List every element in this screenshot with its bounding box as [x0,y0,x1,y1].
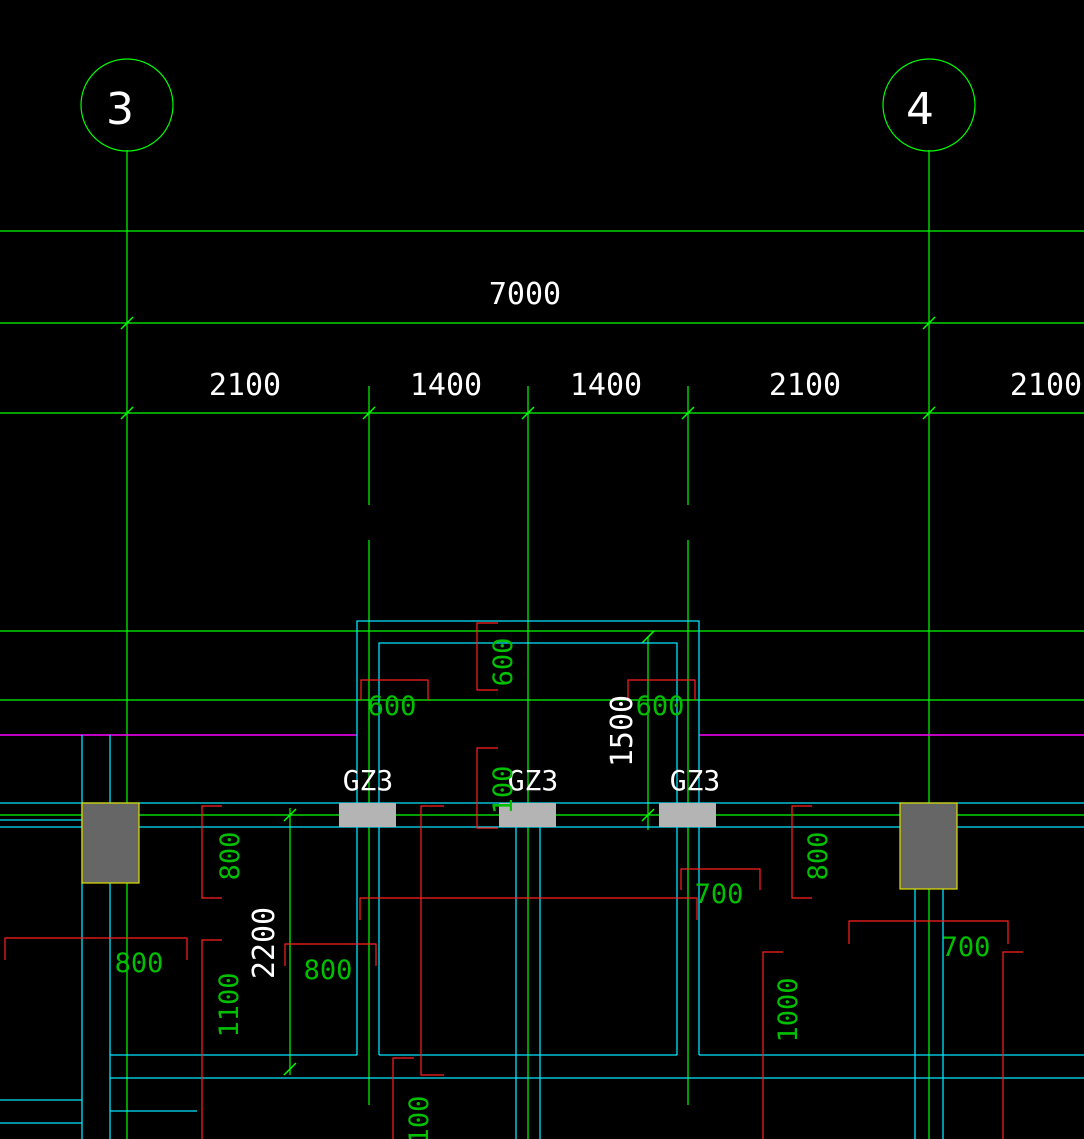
label-1000: 1000 [773,977,804,1042]
columns [81,802,958,890]
column-left [81,802,140,884]
rebar-800-left [201,805,222,899]
label-800-right: 800 [803,832,834,881]
axis-bubble-4 [882,58,976,152]
rebar-1100 [201,939,222,1139]
rebar-1000 [762,951,783,1139]
label-600-left: 600 [368,691,417,722]
dim-seg-1: 2100 [209,368,281,403]
dim-2200: 2200 [247,907,282,979]
dim-seg-4: 2100 [769,368,841,403]
rebar-800-h1 [4,937,188,960]
label-600-top: 600 [488,638,519,687]
gz-column-2 [499,803,556,827]
column-right [899,802,958,890]
gz-tag-3: GZ3 [670,764,721,797]
tick-marks [120,316,936,1076]
axis-label-3: 3 [106,84,134,135]
rebar-600-right [627,679,696,700]
label-700-a: 700 [695,879,744,910]
rebar-700-a [680,868,761,890]
dim-1500: 1500 [605,695,640,767]
rebar-right-edge [1002,951,1023,1139]
gz-column-1 [339,803,396,827]
rebar-800-right [791,805,812,899]
rebar-100-mid [476,747,498,829]
axis-label-4: 4 [906,84,934,135]
label-100-mid: 100 [488,766,519,815]
gz-tag-1: GZ3 [343,764,394,797]
label-1100: 1100 [214,972,245,1037]
label-100-bottom: 100 [404,1096,435,1139]
label-800-h2: 800 [304,955,353,986]
rebar-lines [4,622,1023,1139]
rebar-600-left [360,679,429,700]
rebar-800-h2 [284,943,377,966]
dim-seg-2: 1400 [410,368,482,403]
gz-tag-2: GZ3 [508,764,559,797]
label-600-right: 600 [636,691,685,722]
dim-seg-3: 1400 [570,368,642,403]
gz-column-3 [659,803,716,827]
rebar-long-vertical [420,805,444,1076]
dim-seg-5: 2100 [1010,368,1082,403]
label-700-b: 700 [942,932,991,963]
rebar-600-top [476,622,498,691]
label-800-h1: 800 [115,948,164,979]
rebar-700-b [848,920,1009,944]
rebar-100-bottom [392,1057,414,1139]
label-800-left: 800 [215,832,246,881]
rebar-bay-horizontal [359,897,698,920]
dim-overall: 7000 [489,277,561,312]
axis-bubble-3 [80,58,174,152]
